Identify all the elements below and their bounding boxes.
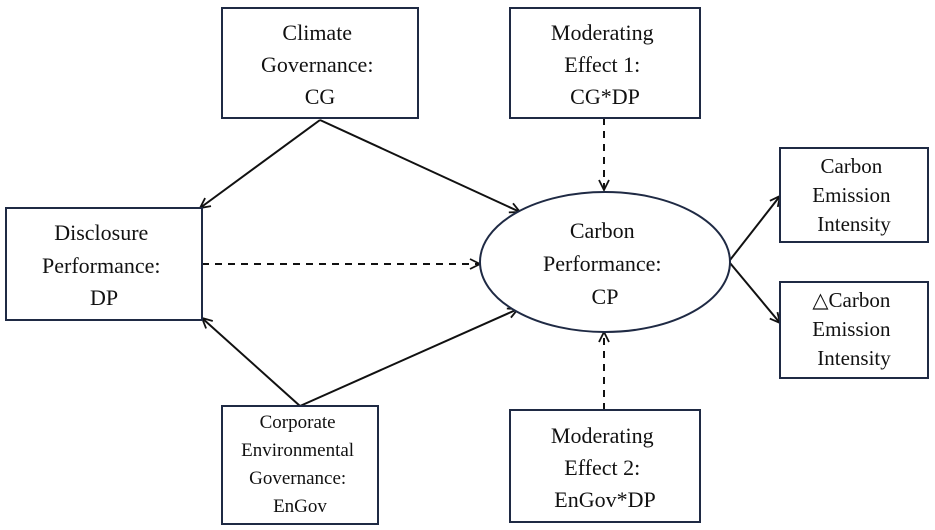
node-cg-line-2: Governance:: [261, 52, 373, 77]
node-me2-line-1: Moderating: [551, 423, 654, 448]
svg-text:Moderating Effect 2:: Moderating Effect 2: EnGov*DP: [551, 423, 659, 512]
edge-eng-to-dp: [202, 318, 301, 407]
node-cei-line-1: Carbon: [820, 154, 882, 178]
node-eng-line-2: Environmental: [241, 440, 354, 461]
edge-eng-to-cp: [299, 309, 518, 407]
node-delta-carbon-emission-intensity: △Carbon Emission Intensity: [779, 281, 929, 379]
node-cg-line-3: CG: [305, 84, 336, 109]
node-disclosure-performance: Disclosure Performance: DP: [5, 207, 203, 321]
svg-text:Corporate Environmental: Corporate Environmental Governance: EnGo…: [241, 412, 359, 517]
node-cp-line-1: Carbon: [570, 218, 635, 243]
edge-cg-to-dp: [200, 119, 321, 208]
node-me1-line-1: Moderating: [551, 20, 654, 45]
node-me2-line-2: Effect 2:: [564, 455, 640, 480]
node-me1-line-3: CG*DP: [570, 84, 640, 109]
svg-text:Disclosure Performance:: Disclosure Performance: DP: [42, 220, 166, 310]
edge-cg-to-cp: [319, 119, 520, 212]
node-cg-line-1: Climate: [282, 20, 352, 45]
svg-text:Climate Governance:: Climate Governance: CG: [261, 20, 379, 109]
node-dp-line-2: Performance:: [42, 253, 161, 278]
edges: [200, 118, 780, 410]
node-cei-line-2: Emission: [812, 183, 891, 207]
svg-text:Moderating Effect 1:: Moderating Effect 1: CG*DP: [551, 20, 659, 109]
node-dp-line-1: Disclosure: [54, 220, 148, 245]
node-dcei-line-3: Intensity: [817, 346, 891, 370]
node-moderating-effect-1: Moderating Effect 1: CG*DP: [509, 7, 701, 119]
node-cei-line-3: Intensity: [817, 212, 891, 236]
node-carbon-performance: Carbon Performance: CP: [479, 191, 731, 333]
node-dcei-line-2: Emission: [812, 317, 891, 341]
node-climate-governance: Climate Governance: CG: [221, 7, 419, 119]
node-me2-line-3: EnGov*DP: [554, 487, 655, 512]
svg-text:Carbon Performance:: Carbon Performance: CP: [543, 218, 667, 309]
node-corporate-environmental-governance: Corporate Environmental Governance: EnGo…: [221, 405, 379, 525]
node-cp-line-3: CP: [592, 284, 619, 309]
node-me1-line-2: Effect 1:: [564, 52, 640, 77]
node-eng-line-3: Governance:: [249, 468, 346, 489]
node-cp-line-2: Performance:: [543, 251, 662, 276]
svg-text:△Carbon Emission I: △Carbon Emission Intensity: [812, 288, 895, 370]
node-eng-line-1: Corporate: [260, 412, 336, 433]
node-eng-line-4: EnGov: [273, 496, 327, 517]
node-moderating-effect-2: Moderating Effect 2: EnGov*DP: [509, 409, 701, 523]
node-dp-line-3: DP: [90, 285, 118, 310]
svg-text:Carbon Emission In: Carbon Emission Intensity: [812, 154, 895, 236]
node-dcei-line-1: △Carbon: [812, 288, 890, 312]
edge-cp-to-cei: [729, 196, 780, 261]
edge-cp-to-dcei: [729, 262, 780, 323]
node-carbon-emission-intensity: Carbon Emission Intensity: [779, 147, 929, 243]
